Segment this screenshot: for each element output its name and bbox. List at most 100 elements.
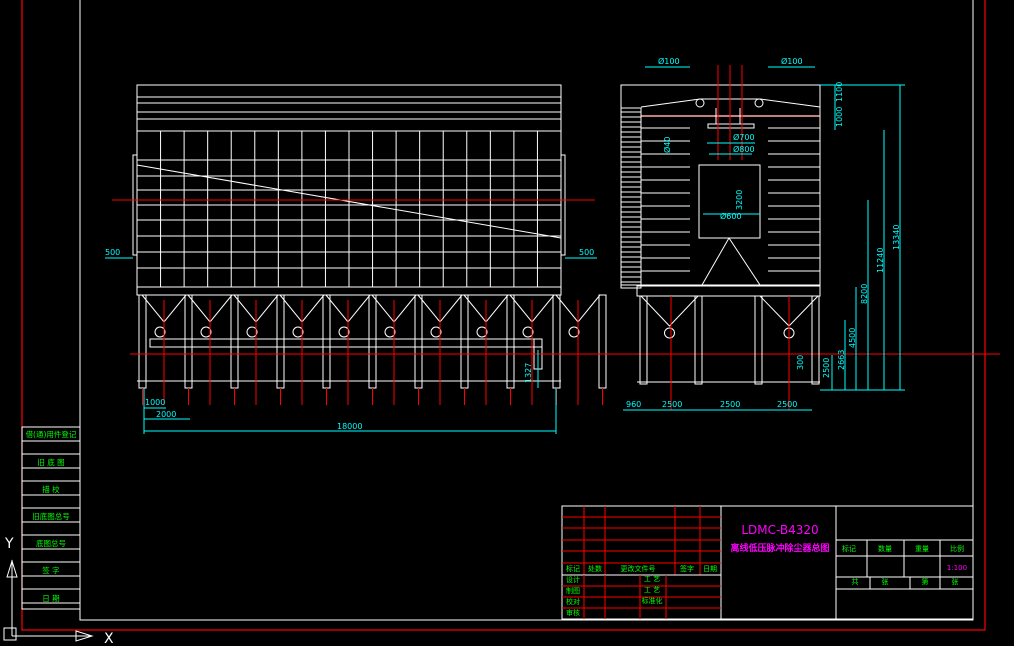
dim-8200: 8200 [860,284,869,304]
left-table-row-1: 借(通)用件登记 [26,429,77,439]
dim-outlet-height: 1327 [524,363,533,383]
dim-bottom-2500-a: 2500 [662,400,682,409]
right-header-mark: 标记 [842,544,856,553]
dim-top-left: Ø100 [658,56,680,66]
dim-total-length: 18000 [337,422,362,431]
left-table-row-6: 签 字 [42,565,59,575]
side-hopper-right [728,237,761,286]
front-view-dimensions: 500 500 1000 2000 18000 1327 [105,248,594,431]
ucs-x-arrow [75,630,94,642]
header-label-change-doc: 更改文件号 [621,564,656,573]
ucs-y-arrow [6,559,18,578]
ucs-origin-box [3,627,17,641]
ucs-y-label: Y [4,536,14,552]
dim-bottom-2500-c: 2500 [777,400,797,409]
sheet-no-label: 第 [922,577,929,586]
left-table-labels: 借(通)用件登记 旧 底 图 描 校 旧底图总号 底图总号 签 字 日 期 [26,429,77,603]
drawing-code: LDMC-B4320 [741,523,818,537]
left-table-row-2: 旧 底 图 [37,457,64,467]
dim-700: Ø700 [733,132,755,142]
left-table-row-3: 描 校 [42,484,60,494]
front-ash-valve [476,326,488,338]
inner-frame [79,0,974,621]
side-view-elevation [620,65,905,411]
ucs-x-label: X [104,631,114,646]
sheet-no-unit: 张 [952,577,959,586]
header-label-mark: 标记 [566,564,580,573]
front-ash-valve [154,326,166,338]
front-ash-valve [430,326,442,338]
front-ash-valve [338,326,350,338]
left-table-border [21,426,81,610]
side-header-pipe [707,123,755,129]
side-valve-left [695,98,705,108]
side-valve-right [754,98,764,108]
role-review: 审核 [566,608,580,617]
dim-11240: 11240 [876,248,885,273]
outer-frame [21,0,986,631]
side-base-beam [636,285,821,297]
dim-800: Ø800 [733,144,755,154]
left-side-table [21,426,81,610]
dim-2663: 2663 [837,350,846,370]
front-right-flange [560,154,566,256]
side-hopper [640,295,699,327]
side-ash-valve [664,327,675,339]
dim-2500-vertical: 2500 [822,358,831,378]
header-label-count: 处数 [588,564,602,573]
dim-right-side: 500 [579,248,594,257]
side-support-leg [754,295,763,385]
side-support-leg [639,295,648,385]
side-support-leg [694,295,703,385]
front-ash-valve [246,326,258,338]
header-label-date: 日期 [703,565,717,573]
front-ash-valve [384,326,396,338]
sheet-total-unit: 张 [882,577,889,586]
dim-bottom-2000: 2000 [156,410,176,419]
dim-3200: 3200 [735,190,744,210]
front-ash-valve [568,326,580,338]
process-label-1: 工 艺 [644,575,660,583]
sheet-total-label: 共 [852,577,859,586]
front-ash-valve [522,326,534,338]
drawing-scale: 1:100 [947,564,967,572]
left-table-row-7: 日 期 [42,594,59,603]
dim-top-right: Ø100 [781,56,803,66]
drawing-frame [21,0,986,631]
title-block [561,505,974,620]
dim-1000: 1000 [835,107,844,127]
side-support-leg [811,295,820,385]
dim-bottom-1000: 1000 [145,398,165,407]
role-drafting: 制图 [566,586,580,595]
front-inlet-diagonal [136,164,562,239]
dim-300: 300 [796,355,805,370]
right-header-weight: 重量 [915,545,929,553]
header-label-sign: 签字 [680,564,694,573]
left-table-row-4: 旧底图总号 [32,511,70,521]
dim-bottom-960: 960 [626,400,641,409]
front-view-elevation [105,84,1000,434]
front-ash-valve [200,326,212,338]
front-hopper-beam [136,286,562,296]
process-label-2: 工 艺 [644,586,660,594]
dim-600: Ø600 [720,211,742,221]
dim-1100: 1100 [835,82,844,102]
title-block-text: LDMC-B4320 离线低压脉冲除尘器总图 标记 处数 更改文件号 签字 日期… [566,523,967,617]
process-label-3: 标准化 [642,596,663,605]
right-header-qty: 数量 [878,544,892,553]
ucs-icon [3,559,94,642]
front-left-flange [132,154,138,256]
dim-640: Ø40 [662,137,672,153]
dim-bottom-2500-b: 2500 [720,400,740,409]
front-ash-valve [292,326,304,338]
drawing-name: 离线低压脉冲除尘器总图 [730,542,829,554]
side-view-dimensions: Ø100 Ø100 1100 1000 Ø40 Ø700 Ø800 3200 Ø… [626,56,901,409]
dim-4500: 4500 [848,328,857,348]
role-check: 校对 [566,597,580,606]
role-design: 设计 [566,575,580,584]
left-table-row-5: 底图总号 [36,538,66,548]
right-header-scale: 比例 [950,544,964,553]
dim-13340: 13340 [892,225,901,250]
dim-left-side: 500 [105,248,120,257]
